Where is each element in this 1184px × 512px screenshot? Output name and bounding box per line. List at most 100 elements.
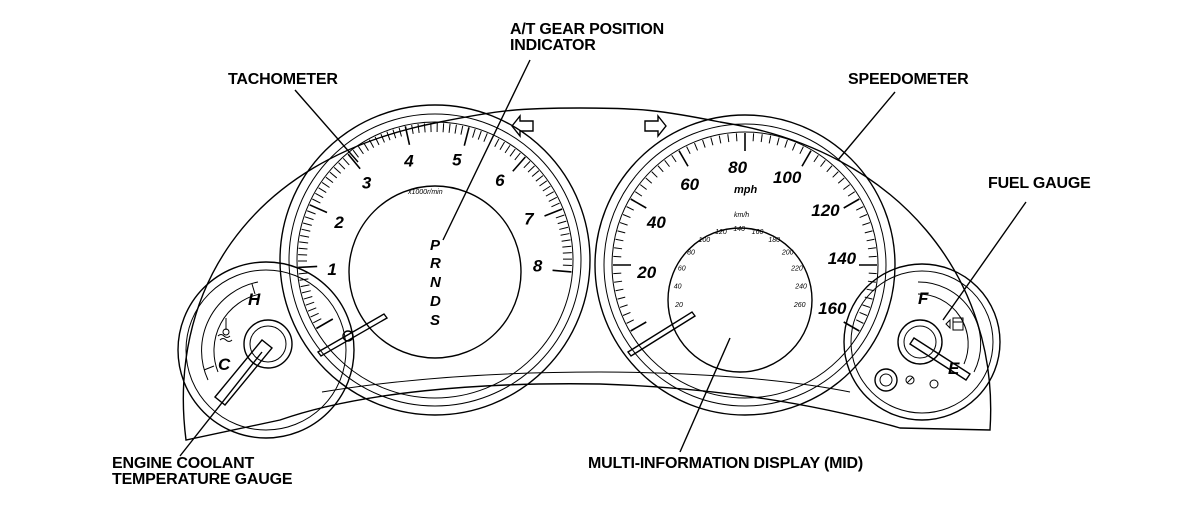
speedo-minor-tick [626,319,635,324]
tach-major-tick [463,127,470,146]
tach-major-tick [315,318,334,330]
speedo-minor-tick [752,133,755,142]
fuel-full-label: F [918,289,929,308]
speedo-minor-tick [847,191,856,197]
kmh-number: 180 [768,237,780,244]
speedo-minor-tick [615,288,624,292]
tach-major-tick [298,265,318,269]
tach-ticks [298,123,573,330]
speedo-minor-tick [826,165,833,173]
speedo-minor-tick [615,238,624,242]
tach-minor-tick [392,129,397,139]
tach-minor-tick [398,127,402,137]
cluster-inner-rim [321,371,851,393]
tach-outer-ring [279,104,591,416]
mph-unit-label: mph [734,184,758,196]
tach-minor-tick [454,124,457,134]
speedo-major-tick [630,321,647,332]
speedo-outer-ring [594,114,896,416]
speedo-minor-tick [776,137,780,146]
kmh-number: 260 [793,302,806,309]
tach-minor-tick [301,290,311,294]
tach-major-tick [552,269,572,273]
speedo-minor-tick [837,177,845,184]
speedo-minor-tick [702,139,706,148]
speedo-minor-tick [686,146,691,155]
speedo-minor-tick [613,272,622,275]
tach-minor-tick [561,239,571,242]
kmh-number: 40 [674,283,682,290]
tach-minor-tick [494,138,500,148]
speedo-minor-tick [867,247,876,250]
callout-speedometer: SPEEDOMETER [848,71,969,88]
callout-gear-position-line2: INDICATOR [510,37,596,54]
tach-minor-tick [312,198,321,204]
speedo-minor-tick [832,171,839,178]
tach-minor-tick [560,233,570,236]
gear-position-indicator: P R N D S [430,237,442,329]
speedo-minor-tick [862,222,871,226]
speedo-major-tick [801,150,812,167]
speedo-minor-tick [868,272,877,275]
tach-minor-tick [460,125,464,135]
speedo-minor-tick [864,296,873,300]
leader-tachometer [294,89,359,163]
tach-minor-tick [548,196,558,202]
tach-minor-tick [499,141,505,150]
speedo-minor-tick [813,154,819,163]
tach-minor-tick [504,145,511,154]
tach-minor-tick [338,162,346,170]
mph-number: 20 [636,263,656,282]
speedo-minor-tick [657,165,664,173]
speedo-minor-tick [735,133,738,142]
tach-number: 1 [327,260,336,279]
tach-minor-tick [472,128,476,138]
tach-number: 7 [524,209,535,228]
fuel-pump-icon [945,317,964,331]
speedo-minor-tick [855,319,864,324]
thermometer-icon [217,318,233,342]
speedo-minor-tick [799,146,804,155]
speedo-minor-tick [784,139,788,148]
callout-coolant-line1: ENGINE COOLANT [112,455,255,472]
tach-minor-tick [423,123,426,133]
speedo-minor-tick [614,247,623,250]
fuel-needle [909,337,971,381]
brightness-icon [905,375,915,385]
tach-minor-tick [542,185,551,192]
callout-gear-position-line1: A/T GEAR POSITION [510,21,664,38]
tach-number: 5 [452,150,462,169]
tach-minor-tick [448,123,451,133]
speedo-dial [611,131,879,399]
speedo-minor-tick [768,135,772,144]
tach-minor-tick [301,228,311,232]
gear-s: S [430,312,440,329]
kmh-number: 100 [698,237,710,244]
tach-minor-tick [523,160,531,169]
callout-fuel-gauge: FUEL GAUGE [988,175,1091,192]
fuel-gauge: F E [843,263,1001,421]
tach-minor-tick [477,130,482,140]
mid-display [667,227,813,373]
mph-number: 140 [828,249,857,268]
mph-number: 80 [728,158,747,177]
speedo-minor-tick [862,304,871,308]
gear-n: N [430,274,442,291]
speedo-minor-tick [859,214,868,219]
leader-speedometer [837,91,896,161]
tach-minor-tick [342,157,350,166]
tach-unit-label: x1000r/min [407,189,443,196]
speedo-minor-tick [626,206,635,211]
tach-minor-tick [307,307,317,312]
kmh-number: 220 [790,265,803,272]
tach-minor-tick [527,165,535,173]
kmh-number: 160 [752,229,764,236]
speedo-minor-tick [791,142,796,151]
tach-minor-tick [363,142,369,151]
coolant-hot-label: H [248,290,261,309]
tach-minor-tick [545,191,554,197]
speedo-minor-tick [664,159,670,167]
